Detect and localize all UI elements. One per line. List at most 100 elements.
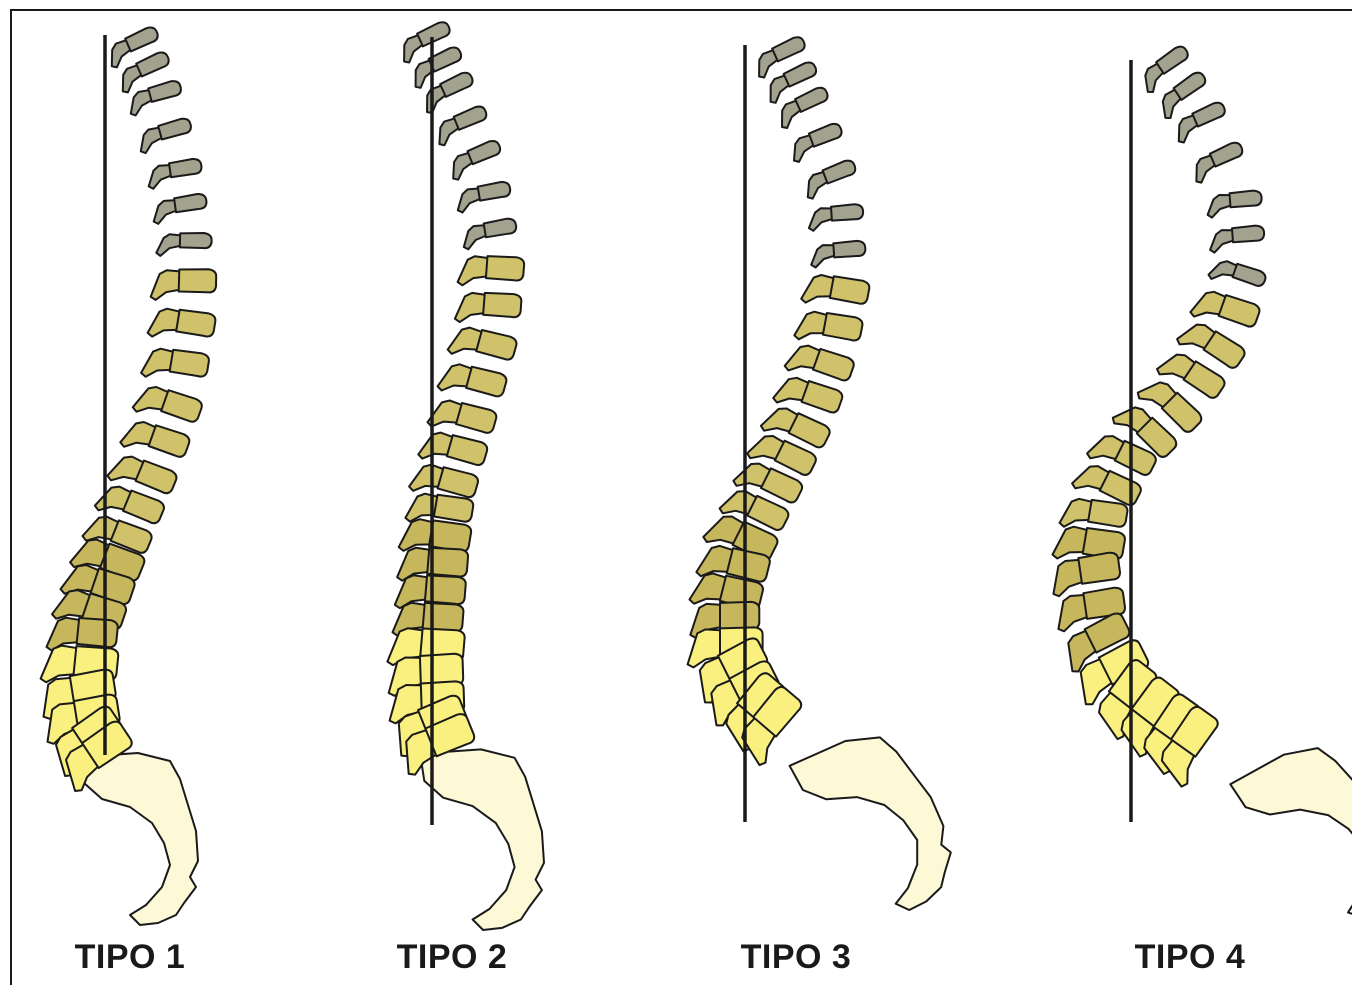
cervical-vertebra: [1210, 226, 1264, 253]
vertebra-body: [483, 293, 521, 317]
label-tipo-2: TIPO 2: [342, 938, 562, 977]
vertebra-body: [438, 467, 478, 497]
vertebra-body: [1233, 264, 1266, 286]
cervical-vertebra: [782, 88, 828, 128]
vertebra-body: [775, 441, 816, 475]
cervical-vertebra: [811, 241, 865, 268]
vertebra-body: [158, 119, 191, 140]
vertebra-body: [149, 425, 190, 457]
thoracic-vertebra: [151, 269, 217, 300]
thoracic-vertebra: [141, 349, 209, 377]
thoracic-vertebra: [794, 312, 862, 341]
vertebra-body: [169, 159, 202, 177]
vertebra-body: [720, 602, 759, 629]
vertebra-body: [831, 204, 863, 220]
vertebra-body: [180, 233, 212, 248]
vertebra-process: [458, 256, 490, 285]
vertebra-process: [151, 270, 182, 300]
vertebra-body: [466, 367, 506, 397]
vertebra-body: [823, 313, 863, 340]
cervical-vertebra: [141, 119, 191, 153]
spine-tipo-1: [41, 28, 217, 925]
thoracic-vertebra: [148, 309, 216, 337]
sacrum: [1230, 748, 1352, 917]
vertebra-body: [1232, 226, 1264, 243]
vertebra-body: [174, 194, 206, 212]
vertebra-body: [486, 256, 524, 280]
vertebra-body: [77, 618, 118, 647]
thoracic-vertebra: [801, 275, 869, 304]
thoracic-vertebra: [455, 293, 521, 322]
vertebra-process: [809, 208, 834, 231]
vertebra-body: [1219, 295, 1260, 326]
vertebra-body: [823, 161, 856, 184]
cervical-vertebra: [131, 81, 181, 115]
vertebra-body: [179, 269, 217, 292]
vertebra-body: [456, 403, 496, 433]
thoracic-vertebra: [399, 519, 471, 551]
vertebra-process: [156, 234, 182, 256]
label-tipo-3: TIPO 3: [686, 938, 906, 977]
vertebra-body: [813, 349, 854, 381]
cervical-vertebra: [1208, 191, 1262, 218]
vertebra-body: [434, 495, 473, 522]
vertebra-body: [176, 310, 215, 337]
thoracic-vertebra: [405, 494, 473, 522]
vertebra-body: [423, 603, 464, 632]
vertebra-body: [784, 62, 816, 86]
vertebra-body: [476, 330, 516, 360]
cervical-vertebra: [1179, 103, 1225, 143]
thoracic-vertebra: [438, 364, 507, 396]
spine-tipo-4: [1053, 47, 1352, 918]
vertebra-body: [447, 435, 487, 465]
vertebra-body: [478, 182, 511, 201]
vertebra-body: [1192, 103, 1224, 127]
vertebra-body: [1210, 143, 1242, 167]
vertebra-body: [123, 491, 164, 524]
vertebra-body: [454, 107, 487, 130]
vertebra-body: [484, 219, 517, 238]
vertebra-body: [833, 241, 865, 258]
vertebra-body: [795, 88, 827, 112]
cervical-vertebra: [458, 182, 510, 213]
vertebra-body: [1088, 500, 1127, 527]
cervical-vertebra: [156, 233, 211, 256]
vertebra-process: [1210, 230, 1235, 253]
thoracic-vertebra: [785, 346, 854, 381]
cervical-vertebra: [439, 107, 486, 146]
vertebra-process: [811, 245, 836, 267]
vertebra-body: [1174, 73, 1206, 100]
cervical-vertebra: [453, 141, 500, 180]
cervical-vertebra: [809, 204, 863, 231]
vertebra-body: [1078, 553, 1120, 584]
thoracic-vertebra: [773, 378, 842, 413]
cervical-vertebra: [154, 194, 207, 224]
vertebra-body: [136, 461, 177, 494]
thoracic-vertebra: [133, 387, 202, 422]
spine-tipo-3: [688, 37, 951, 910]
thoracic-vertebra: [47, 618, 118, 651]
vertebra-body: [1230, 191, 1262, 208]
thoracic-vertebra: [120, 422, 189, 457]
thoracic-vertebra: [428, 401, 497, 433]
label-tipo-1: TIPO 1: [20, 938, 240, 977]
vertebra-body: [136, 53, 168, 77]
thoracic-vertebra: [418, 433, 487, 465]
vertebra-body: [170, 350, 209, 377]
vertebra-body: [148, 81, 181, 102]
vertebra-body: [802, 381, 843, 413]
sacrum: [790, 737, 951, 910]
thoracic-vertebra: [1190, 292, 1259, 327]
sacrum: [420, 749, 544, 930]
cervical-vertebra: [1209, 261, 1266, 286]
cervical-vertebra: [427, 73, 473, 113]
vertebra-body: [429, 520, 471, 551]
vertebra-process: [1208, 195, 1233, 218]
vertebra-body: [772, 37, 805, 61]
vertebra-body: [440, 73, 472, 97]
cervical-vertebra: [794, 124, 842, 162]
thoracic-vertebra: [1060, 499, 1128, 527]
thoracic-vertebra: [409, 465, 478, 497]
vertebra-process: [455, 293, 487, 322]
